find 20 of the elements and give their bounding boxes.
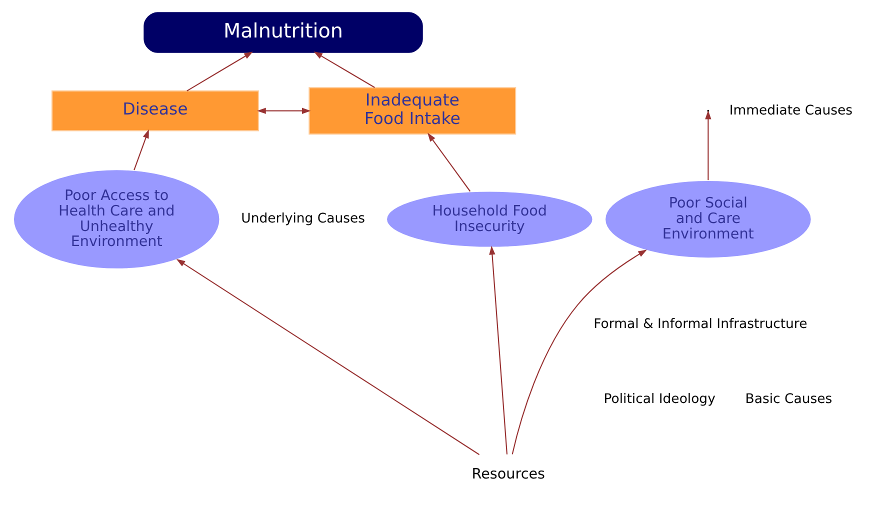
arrow [512,250,647,454]
arrow [176,258,480,456]
node-ellipse: Poor Access to Health Care and Unhealthy Environment [12,169,220,270]
arrow [314,52,375,88]
label: Underlying Causes [241,212,366,227]
node-ellipse: Household Food Insecurity [386,190,594,248]
node-text: Resources [472,466,546,482]
arrow [489,246,508,454]
arrow [257,108,311,114]
node-box: Disease [52,90,259,132]
label: Immediate Causes [729,103,853,118]
arrow [705,110,712,180]
arrow [186,52,253,92]
label: Formal & Informal Infrastructure [594,316,808,332]
arrow [428,132,471,192]
node-box: Inadequate Food Intake [308,87,516,135]
arrow [134,129,149,170]
node-box: Malnutrition [144,12,423,53]
label: Basic Causes [745,392,832,407]
label: Political Ideology [604,392,716,407]
